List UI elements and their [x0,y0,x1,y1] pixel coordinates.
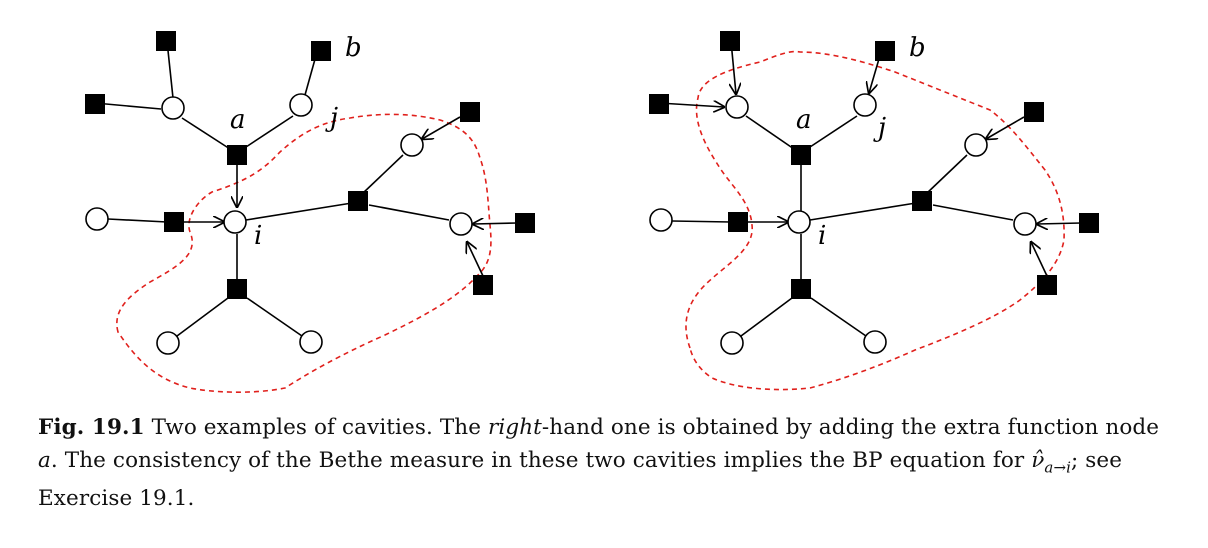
cavity-boundary [116,113,492,393]
variable-node-j [289,93,313,117]
variable-node-i [787,210,811,234]
function-node-a [791,145,811,165]
function-node [1079,213,1099,233]
label-b: b [909,33,926,63]
variable-node [964,133,988,157]
label-i: i [254,221,262,251]
caption-math-var: a [38,447,51,473]
caption-emphasis: right [487,415,542,440]
function-node [720,31,740,51]
label-i: i [818,221,826,251]
variable-node [85,207,109,231]
function-node-b [311,41,331,61]
label-a: a [230,105,246,135]
function-node [85,94,105,114]
label-b: b [345,33,362,63]
function-node-b [875,41,895,61]
caption-math-nu: ν̂ [1031,447,1045,473]
function-node [156,31,176,51]
function-node [348,191,368,211]
function-node [164,212,184,232]
panel-right: a b j i [649,31,1099,391]
variable-node [649,208,673,232]
figure: a b j i [85,31,1099,393]
function-node [515,213,535,233]
function-node [912,191,932,211]
variable-node [725,95,749,119]
function-node [649,94,669,114]
function-node-a [227,145,247,165]
variable-node [156,331,180,355]
variable-node [1013,212,1037,236]
function-node [1024,102,1044,122]
variable-node [449,212,473,236]
variable-node-i [223,210,247,234]
caption-text: Two examples of cavities. The [144,415,488,440]
variable-node-j [853,93,877,117]
caption-text: ; see Exercise 19.1. [38,447,1123,512]
label-a: a [796,105,812,135]
figure-label: Fig. 19.1 [38,415,145,440]
label-j: j [873,113,886,143]
function-node [227,279,247,299]
variable-node [299,330,323,354]
variable-node [400,133,424,157]
variable-node [863,330,887,354]
caption-text: -hand one is obtained by adding the extr… [541,415,1160,440]
function-node [473,275,493,295]
panel-left: a b j i [85,31,535,393]
function-node [460,102,480,122]
variable-node [161,96,185,120]
function-node [728,212,748,232]
variable-node [720,331,744,355]
cavity-boundary [685,50,1065,391]
label-j: j [325,103,338,133]
figure-caption: Fig. 19.1 Two examples of cavities. The … [38,412,1178,516]
caption-math-subscript: a→i [1044,457,1072,476]
function-node [1037,275,1057,295]
caption-text: . The consistency of the Bethe measure i… [50,447,1032,473]
function-node [791,279,811,299]
